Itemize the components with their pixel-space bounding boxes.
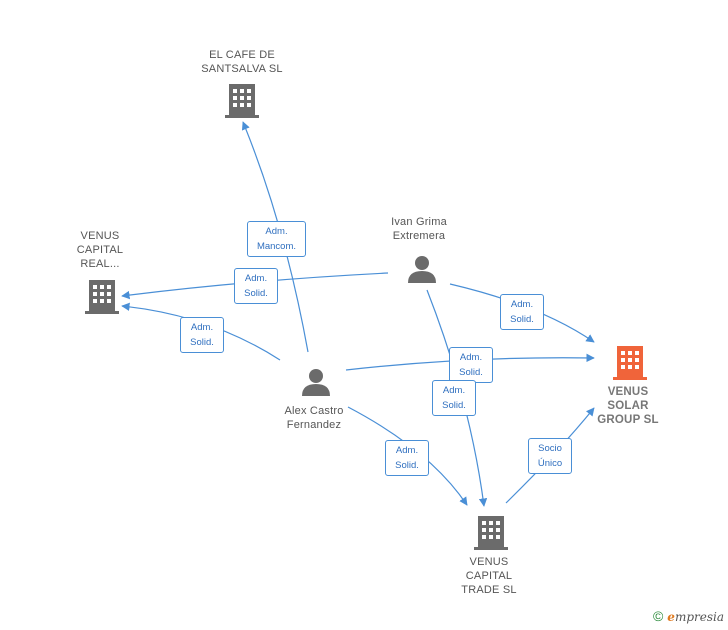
- edge-label-alex-real: Adm. Solid.: [180, 317, 224, 353]
- edge-label-alex-solar: Adm. Solid.: [449, 347, 493, 383]
- empresia-logo: empresia: [667, 610, 724, 624]
- node-label-venus-capital-real[interactable]: VENUS CAPITAL REAL...: [76, 230, 124, 270]
- edge-label-ivan-real: Adm. Solid.: [234, 268, 278, 304]
- copyright-symbol: ©: [652, 608, 664, 624]
- person-icon: [408, 256, 436, 283]
- empresia-footer[interactable]: ©empresia: [653, 608, 724, 624]
- node-label-el-cafe-de-santsalva[interactable]: EL CAFE DE SANTSALVA SL: [201, 49, 283, 75]
- edge-label-alex-cafe: Adm. Mancom.: [247, 221, 306, 257]
- edge-label-alex-trade: Adm. Solid.: [385, 440, 429, 476]
- node-label-ivan-grima-extremera[interactable]: Ivan Grima Extremera: [391, 216, 447, 242]
- edge-label-ivan-trade: Adm. Solid.: [432, 380, 476, 416]
- node-label-alex-castro-fernandez[interactable]: Alex Castro Fernandez: [284, 405, 344, 431]
- node-label-venus-solar-group[interactable]: VENUS SOLAR GROUP SL: [597, 386, 659, 426]
- edge-label-ivan-solar: Adm. Solid.: [500, 294, 544, 330]
- edge-label-trade-solar: Socio Único: [528, 438, 572, 474]
- person-icon: [302, 369, 330, 396]
- node-label-venus-capital-trade[interactable]: VENUS CAPITAL TRADE SL: [461, 556, 517, 596]
